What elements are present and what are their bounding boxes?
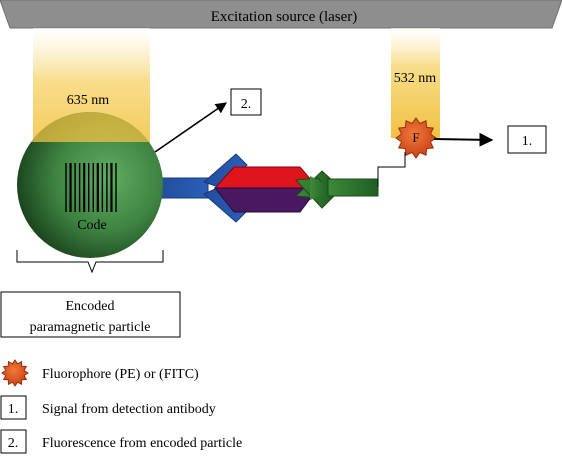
linker-line	[377, 152, 406, 187]
fluorescence-arrow	[154, 102, 227, 153]
encoded-bead: Code	[17, 112, 163, 258]
bead-code-label: Code	[77, 218, 107, 233]
excitation-source-bar: Excitation source (laser)	[0, 0, 562, 29]
callout-2-box: 2.	[230, 88, 262, 116]
callout-2-label: 2.	[241, 97, 252, 112]
legend-fluorophore: Fluorophore (PE) or (FITC)	[1, 359, 199, 387]
barcode	[65, 163, 117, 212]
particle-label-line2: paramagnetic particle	[30, 320, 151, 335]
signal-arrow	[433, 132, 494, 147]
legend-item-2-text: Fluorescence from encoded particle	[42, 436, 242, 451]
callout-1-box: 1.	[507, 125, 547, 154]
legend-item-2-key: 2.	[8, 436, 19, 451]
particle-label-line1: Encoded	[66, 299, 115, 314]
legend-item-2: 2. Fluorescence from encoded particle	[0, 429, 242, 454]
excitation-source-label: Excitation source (laser)	[211, 9, 358, 25]
particle-label-box: Encoded paramagnetic particle	[0, 291, 181, 338]
particle-brace	[16, 250, 164, 274]
legend-item-1: 1. Signal from detection antibody	[0, 395, 216, 420]
fluorophore: F	[395, 117, 437, 159]
detection-antibody	[294, 170, 379, 209]
legend-fluorophore-text: Fluorophore (PE) or (FITC)	[42, 367, 199, 382]
legend-item-1-text: Signal from detection antibody	[42, 402, 216, 417]
legend-item-1-key: 1.	[8, 402, 19, 417]
beam-532-label: 532 nm	[394, 71, 437, 86]
callout-1-label: 1.	[522, 134, 533, 149]
legend-fluorophore-icon	[1, 359, 29, 387]
fluorophore-symbol: F	[412, 130, 419, 145]
antigen	[213, 166, 320, 213]
legend: Fluorophore (PE) or (FITC) 1. Signal fro…	[0, 359, 242, 454]
beam-635-label: 635 nm	[67, 93, 110, 108]
